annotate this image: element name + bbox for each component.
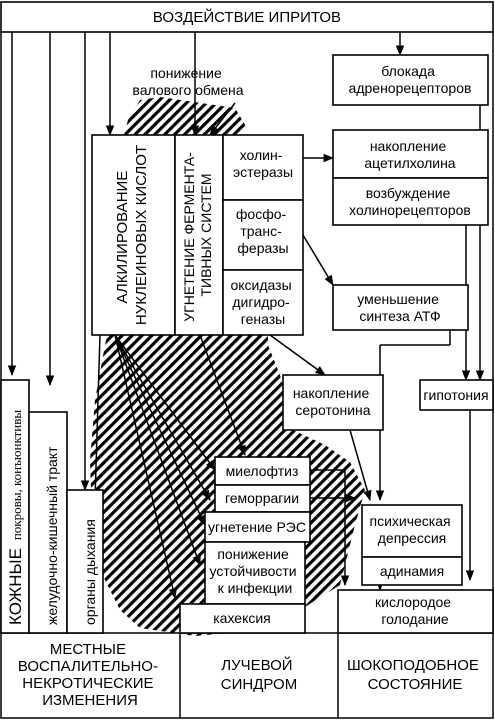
cholinesterase-label: холин- эстеразы xyxy=(233,147,293,180)
res-inhibition-box xyxy=(204,511,311,543)
hypotonia-label: гипотония xyxy=(423,387,488,403)
depression-box xyxy=(361,504,463,558)
adrenoreceptor-block-label: блокада адренорецепторов xyxy=(349,63,472,96)
hemorrhage-box xyxy=(214,484,311,513)
title: ВОЗДЕЙСТВИЕ ИПРИТОВ xyxy=(153,8,341,26)
phosphotransferase-label: фосфо- транс- феразы xyxy=(236,206,290,256)
cachexia-box xyxy=(179,603,306,634)
cholinoreceptor-label: возбуждение холинорецепторов xyxy=(349,185,471,218)
metabolism-label: понижение валового обмена xyxy=(132,65,243,98)
alkylation-label: АЛКИЛИРОВАНИЕ НУКЛЕИНОВЫХ КИСЛОТ xyxy=(114,145,150,325)
hypotonia-box xyxy=(419,379,494,411)
cholinoreceptor-box xyxy=(332,177,489,226)
gi-tract-label: желудочно-кишечный тракт xyxy=(44,446,60,625)
shock-state-label: ШОКОПОДОБНОЕ СОСТОЯНИЕ xyxy=(347,657,483,693)
res-inhibition-label: угнетение РЭС xyxy=(208,519,306,535)
cachexia-label: кахексия xyxy=(213,610,271,626)
infection-label: понижение устойчивости к инфекции xyxy=(209,546,300,596)
acetylcholine-box xyxy=(332,129,489,179)
adynamia-box xyxy=(361,556,463,586)
skin-label: КОЖНЫЕ покровы, конъюнктивы xyxy=(6,410,25,625)
adynamia-label: адинамия xyxy=(380,563,444,579)
enzyme-inhibition-label: УГНЕТЕНИЕ ФЕРМЕНТА- ТИВНЫХ СИСТЕМ xyxy=(181,148,214,321)
serotonin-box xyxy=(282,374,384,431)
infection-box xyxy=(204,541,306,605)
radiation-syndrome-label: ЛУЧЕВОЙ СИНДРОМ xyxy=(221,656,297,693)
oxidase-box xyxy=(222,269,304,336)
title-box xyxy=(0,1,494,33)
adrenoreceptor-block-box xyxy=(332,54,489,106)
hypoxia-box xyxy=(337,589,494,634)
depression-label: психическая депрессия xyxy=(370,513,455,546)
boxes xyxy=(0,1,494,634)
alkylation-box xyxy=(91,134,176,336)
atp-label: уменьшение синтеза АТФ xyxy=(357,291,443,324)
myelophthisis-label: миелофтиз xyxy=(226,463,299,479)
atp-box xyxy=(332,284,469,331)
gi-tract-box xyxy=(28,411,68,634)
phosphotransferase-box xyxy=(222,199,304,271)
hypoxia-label: кислородое голодание xyxy=(375,594,455,627)
enzyme-inhibition-box xyxy=(174,134,224,336)
oxidase-label: оксидазы дигидро- геназы xyxy=(230,277,295,327)
acetylcholine-label: накопление ацетилхолина xyxy=(364,138,455,171)
hemorrhage-label: геморрагии xyxy=(225,490,299,506)
serotonin-label: накопление серотонина xyxy=(293,385,373,418)
labels: ВОЗДЕЙСТВИЕ ИПРИТОВ понижение валового о… xyxy=(6,8,489,709)
myelophthisis-box xyxy=(214,456,311,486)
local-changes-label: МЕСТНЫЕ ВОСПАЛИТЕЛЬНО- НЕКРОТИЧЕСКИЕ ИЗМ… xyxy=(18,641,162,709)
respiratory-label: органы дыхания xyxy=(82,519,98,625)
respiratory-box xyxy=(66,489,104,634)
